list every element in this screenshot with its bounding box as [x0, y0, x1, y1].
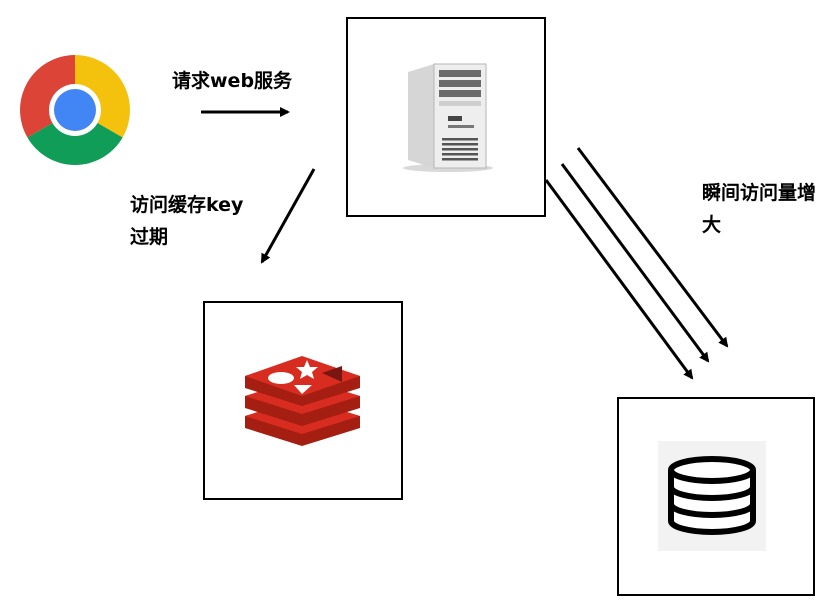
database-icon — [658, 441, 766, 551]
redis-icon — [245, 356, 360, 446]
chrome-icon — [20, 55, 130, 165]
cache-expired-label-line2: 过期 — [130, 226, 169, 248]
cache-arrow — [260, 168, 316, 264]
server-tower-icon — [403, 63, 493, 172]
spike-arrows — [544, 147, 729, 380]
request-label: 请求web服务 — [172, 70, 293, 92]
cache-expired-label-line1: 访问缓存key — [130, 194, 244, 216]
traffic-spike-label-line2: 大 — [702, 214, 722, 236]
traffic-spike-label-line1: 瞬间访问量增 — [702, 182, 817, 204]
